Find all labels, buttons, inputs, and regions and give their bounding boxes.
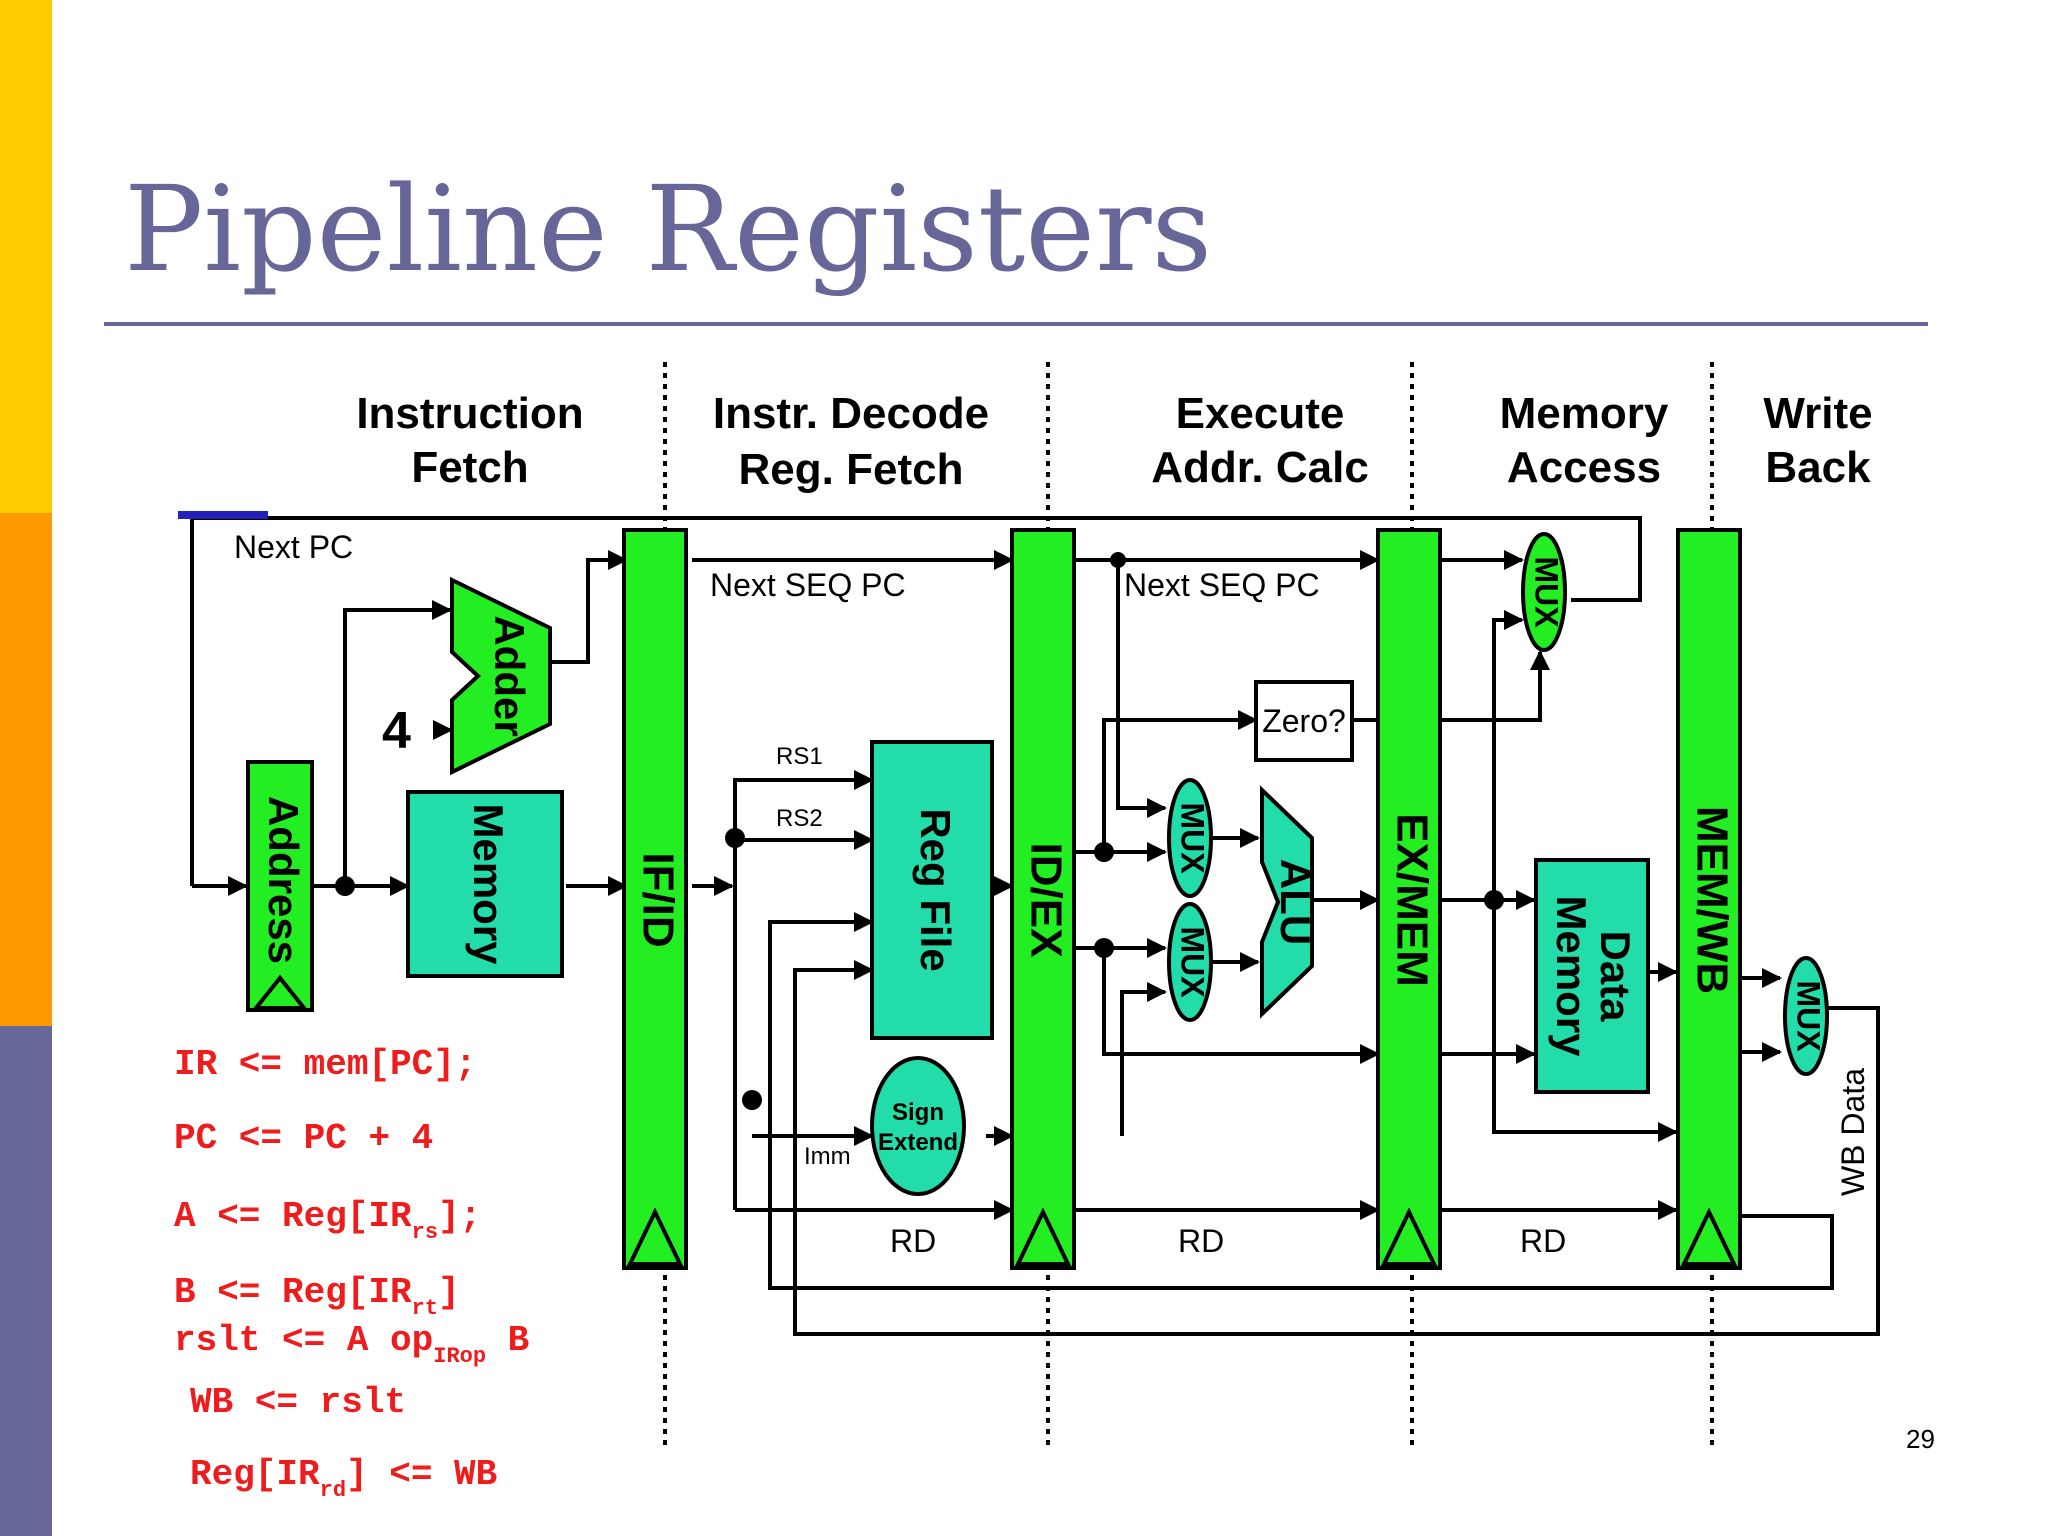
address-label: Address: [260, 796, 307, 964]
wb-data-label: WB Data: [1835, 1068, 1871, 1196]
rtl-line: rslt <= A opIRop B: [174, 1320, 529, 1369]
ex-mem-label: EX/MEM: [1387, 813, 1436, 987]
ex-mux-upper: MUX: [1167, 778, 1213, 898]
page-number: 29: [1906, 1424, 1935, 1454]
accent-band-orange: [0, 513, 52, 1026]
mux-label: MUX: [1791, 980, 1827, 1052]
rtl-statements: IR <= mem[PC]; PC <= PC + 4 A <= Reg[IRr…: [174, 1044, 529, 1503]
adder-unit: Adder: [450, 576, 552, 776]
if-id-label: IF/ID: [633, 852, 682, 947]
if-id-register: IF/ID: [622, 528, 688, 1270]
rs1-label: RS1: [776, 743, 823, 770]
rtl-line: PC <= PC + 4: [174, 1118, 433, 1159]
zero-test: Zero?: [1254, 680, 1354, 762]
address-register: Address: [246, 760, 314, 1012]
instruction-memory: Memory: [406, 790, 564, 978]
accent-band-yellow: [0, 0, 52, 513]
junction-dots: [335, 552, 1504, 1110]
stage-label-if-line2: Fetch: [411, 443, 528, 492]
alu: ALU: [1260, 785, 1319, 1019]
next-seq-pc-label-ex: Next SEQ PC: [1124, 567, 1320, 603]
stage-label-mem-line1: Memory: [1500, 389, 1669, 438]
stage-label-mem-line2: Access: [1507, 443, 1661, 492]
rtl-line: Reg[IRrd] <= WB: [190, 1454, 497, 1503]
data-memory-label-line1: Data: [1592, 930, 1639, 1022]
rd-label-ex: RD: [1178, 1223, 1224, 1259]
mux-label: MUX: [1175, 802, 1211, 874]
rtl-line: IR <= mem[PC];: [174, 1044, 476, 1085]
reg-file-label: Reg File: [912, 808, 959, 971]
stage-label-wb-line1: Write: [1763, 389, 1872, 438]
imm-label: Imm: [804, 1143, 851, 1170]
pc-mux: MUX: [1521, 532, 1567, 652]
wb-mux: MUX: [1783, 956, 1829, 1076]
stage-label-ex-line2: Addr. Calc: [1151, 443, 1369, 492]
datapath-wires: [178, 511, 1880, 1336]
mux-label: MUX: [1175, 926, 1211, 998]
data-memory-label-line2: Memory: [1548, 895, 1595, 1057]
mux-label: MUX: [1529, 556, 1565, 628]
rd-label-id: RD: [890, 1223, 936, 1259]
slide-title: Pipeline Registers: [124, 160, 1213, 298]
alu-label: ALU: [1272, 859, 1319, 945]
stage-label-id-line1: Instr. Decode: [713, 389, 989, 438]
ex-mem-register: EX/MEM: [1376, 528, 1442, 1270]
mem-wb-label: MEM/WB: [1687, 806, 1736, 994]
zero-test-label: Zero?: [1262, 703, 1346, 739]
mem-wb-register: MEM/WB: [1676, 528, 1742, 1270]
sign-extend-label-line2: Extend: [878, 1129, 958, 1156]
id-ex-label: ID/EX: [1021, 843, 1070, 958]
next-pc-label: Next PC: [234, 529, 353, 565]
constant-four: 4: [382, 702, 411, 760]
data-memory: Data Memory: [1534, 858, 1650, 1094]
stage-label-ex-line1: Execute: [1176, 389, 1345, 438]
stage-label-wb-line2: Back: [1765, 443, 1871, 492]
rs2-label: RS2: [776, 805, 823, 832]
rtl-line: A <= Reg[IRrs];: [174, 1196, 481, 1245]
rtl-line: WB <= rslt: [190, 1382, 406, 1423]
stage-label-id-line2: Reg. Fetch: [739, 445, 964, 494]
rtl-line: B <= Reg[IRrt]: [174, 1272, 460, 1321]
accent-band-purple: [0, 1026, 52, 1536]
instruction-memory-label: Memory: [465, 803, 512, 965]
reg-file: Reg File: [870, 740, 994, 1040]
sign-extend-label-line1: Sign: [892, 1099, 944, 1126]
stage-label-if-line1: Instruction: [356, 389, 583, 438]
title-rule: [104, 322, 1928, 326]
rd-label-mem: RD: [1520, 1223, 1566, 1259]
adder-label: Adder: [486, 615, 533, 736]
next-seq-pc-label-id: Next SEQ PC: [710, 567, 906, 603]
ex-mux-lower: MUX: [1167, 902, 1213, 1022]
sign-extend-unit: Sign Extend: [870, 1056, 966, 1196]
id-ex-register: ID/EX: [1010, 528, 1076, 1270]
